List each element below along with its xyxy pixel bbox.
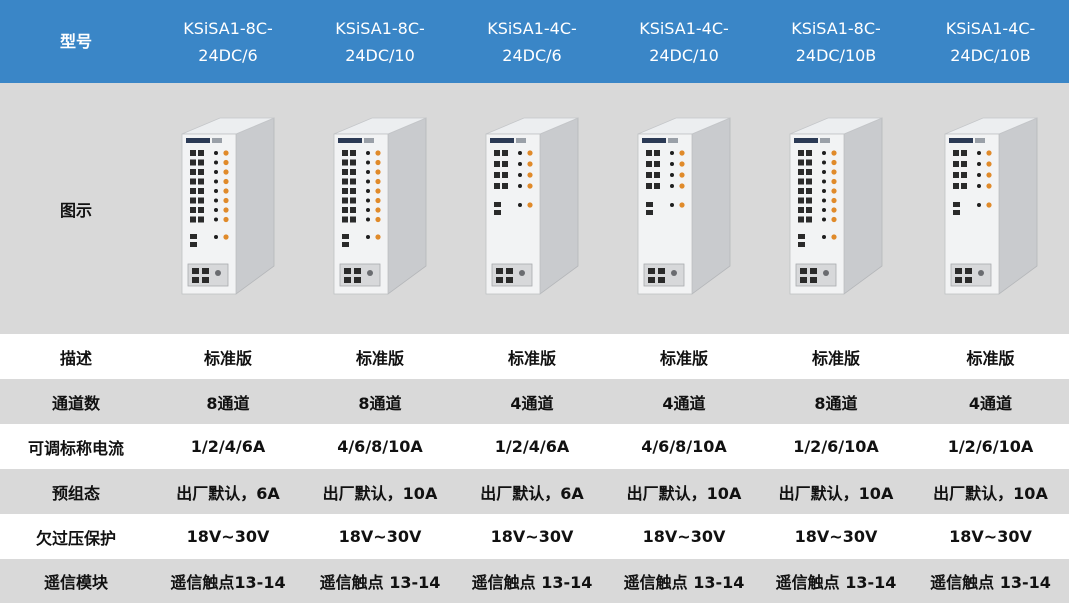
row-value: 1/2/6/10A [793, 437, 879, 456]
header-row: 型号 KSiSA1-8C- 24DC/6 KSiSA1-8C- 24DC/10 KS… [0, 0, 1069, 83]
row-value: 遥信触点 13-14 [471, 573, 593, 592]
device-illustration [485, 117, 579, 295]
model-name: KSiSA1-4C- 24DC/6 [456, 0, 608, 83]
row-value: 1/2/4/6A [494, 437, 570, 456]
device-illustration [789, 117, 883, 295]
row-voltage: 欠过压保护 18V~30V 18V~30V 18V~30V 18V~30V 18… [0, 514, 1069, 559]
row-value: 出厂默认，10A [778, 483, 894, 503]
row-channels: 通道数 8通道 8通道 4通道 4通道 8通道 4通道 [0, 379, 1069, 424]
model-line-2: 24DC/6 [502, 45, 562, 65]
model-label: 型号 [59, 32, 92, 51]
device-image-cell [608, 83, 760, 334]
device-illustration [333, 117, 427, 295]
row-value: 出厂默认，10A [933, 483, 1048, 503]
row-value: 遥信触点 13-14 [930, 573, 1051, 592]
model-line-2: 24DC/10 [649, 45, 719, 65]
row-value: 标准版 [355, 348, 404, 368]
model-name: KSiSA1-8C- 24DC/10 [304, 0, 456, 83]
model-line-1: KSiSA1-8C- [183, 18, 273, 38]
row-label: 通道数 [51, 393, 100, 413]
row-label: 遥信模块 [43, 573, 108, 592]
row-value: 出厂默认，6A [176, 483, 280, 503]
row-value: 1/2/6/10A [947, 437, 1034, 456]
model-line-1: KSiSA1-4C- [487, 18, 577, 38]
row-value: 18V~30V [949, 527, 1032, 546]
row-value: 8通道 [206, 393, 250, 413]
row-value: 出厂默认，6A [480, 483, 584, 503]
row-value: 4通道 [510, 393, 554, 413]
device-illustration [944, 117, 1037, 295]
row-value: 出厂默认，10A [322, 483, 438, 503]
image-label: 图示 [59, 200, 92, 220]
row-preconfig: 预组态 出厂默认，6A 出厂默认，10A 出厂默认，6A 出厂默认，10A 出厂… [0, 469, 1069, 514]
row-value: 标准版 [507, 348, 556, 368]
row-value: 4通道 [662, 393, 706, 413]
row-value: 8通道 [358, 393, 402, 413]
row-description: 描述 标准版 标准版 标准版 标准版 标准版 标准版 [0, 334, 1069, 379]
row-value: 标准版 [811, 348, 860, 368]
row-current: 可调标称电流 1/2/4/6A 4/6/8/10A 1/2/4/6A 4/6/8… [0, 424, 1069, 469]
model-line-2: 24DC/6 [198, 45, 258, 65]
row-value: 标准版 [966, 348, 1015, 368]
row-value: 标准版 [659, 348, 708, 368]
model-name: KSiSA1-4C- 24DC/10B [912, 0, 1069, 83]
row-value: 遥信触点 13-14 [319, 573, 441, 592]
row-value: 18V~30V [642, 527, 726, 546]
model-name: KSiSA1-8C- 24DC/6 [152, 0, 304, 83]
row-value: 4通道 [968, 393, 1013, 413]
row-value: 出厂默认，10A [626, 483, 742, 503]
model-name: KSiSA1-8C- 24DC/10B [760, 0, 912, 83]
row-value: 4/6/8/10A [641, 437, 727, 456]
row-label: 预组态 [51, 483, 100, 503]
device-image-cell [456, 83, 608, 334]
device-illustration [181, 117, 275, 295]
device-image-cell [912, 83, 1069, 334]
model-line-2: 24DC/10 [345, 45, 415, 65]
row-value: 18V~30V [794, 527, 878, 546]
row-value: 遥信触点 13-14 [775, 573, 897, 592]
row-value: 4/6/8/10A [337, 437, 423, 456]
row-value: 18V~30V [338, 527, 422, 546]
row-value: 1/2/4/6A [190, 437, 266, 456]
device-image-cell [760, 83, 912, 334]
row-value: 18V~30V [490, 527, 574, 546]
row-value: 8通道 [814, 393, 858, 413]
device-image-cell [304, 83, 456, 334]
model-name: KSiSA1-4C- 24DC/10 [608, 0, 760, 83]
image-row: 图示 [0, 83, 1069, 334]
row-signal-module: 遥信模块 遥信触点13-14 遥信触点 13-14 遥信触点 13-14 遥信触… [0, 559, 1069, 603]
row-value: 遥信触点13-14 [170, 573, 286, 592]
row-value: 遥信触点 13-14 [623, 573, 745, 592]
row-label: 描述 [59, 348, 92, 368]
device-image-cell [152, 83, 304, 334]
model-line-2: 24DC/10B [950, 45, 1031, 65]
model-line-1: KSiSA1-4C- [945, 18, 1036, 38]
model-line-2: 24DC/10B [795, 45, 877, 65]
model-line-1: KSiSA1-8C- [335, 18, 425, 38]
device-illustration [637, 117, 731, 295]
row-value: 标准版 [203, 348, 252, 368]
model-line-1: KSiSA1-8C- [791, 18, 881, 38]
row-label: 欠过压保护 [35, 528, 116, 548]
row-label: 可调标称电流 [27, 438, 124, 458]
model-line-1: KSiSA1-4C- [639, 18, 729, 38]
row-value: 18V~30V [186, 527, 270, 546]
